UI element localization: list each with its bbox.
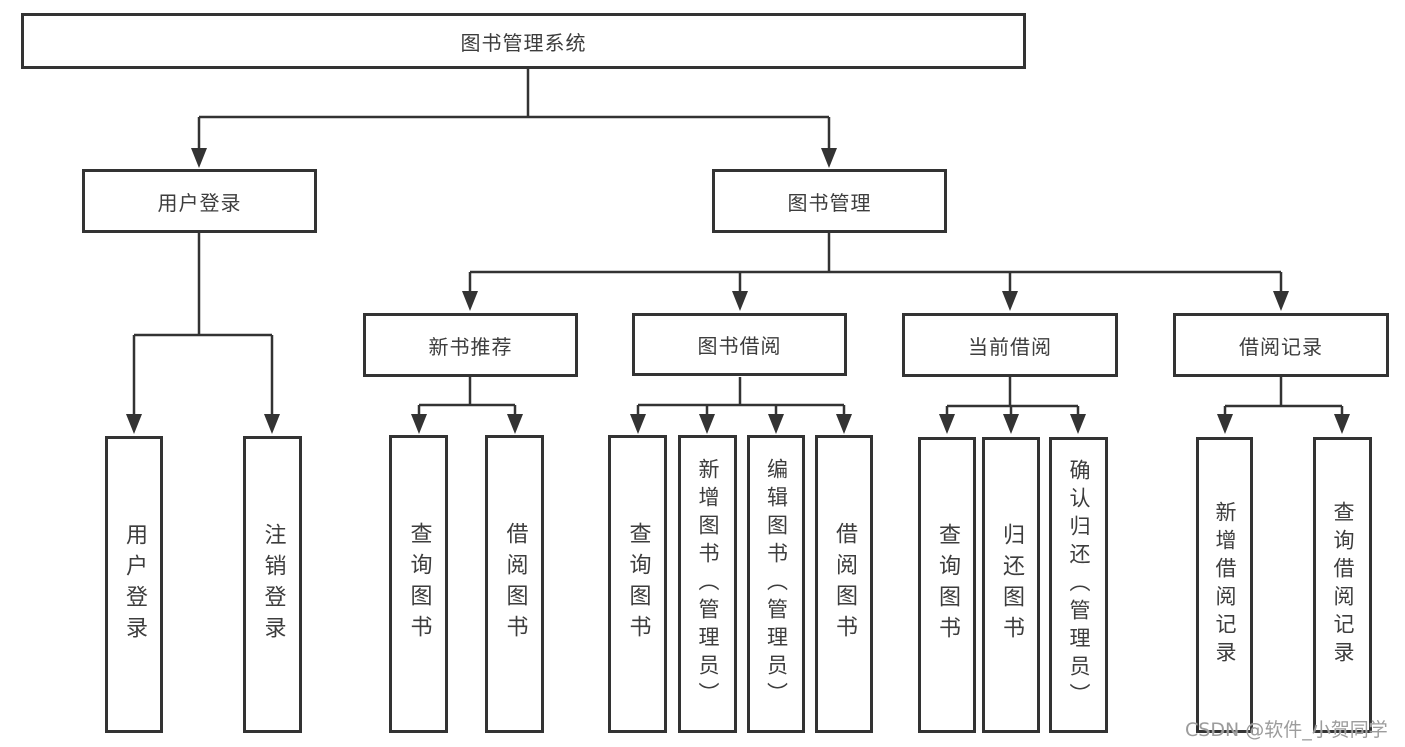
leaf-label: 查询图书 bbox=[625, 522, 651, 646]
leaf-confirm-return-admin: 确认归还（管理员） bbox=[1049, 437, 1108, 733]
leaf-borrow-books-recommend: 借阅图书 bbox=[485, 435, 544, 733]
node-label: 借阅记录 bbox=[1239, 334, 1323, 359]
leaf-query-books-recommend: 查询图书 bbox=[389, 435, 448, 733]
leaf-return-books: 归还图书 bbox=[982, 437, 1040, 733]
node-library-management-system: 图书管理系统 bbox=[21, 13, 1026, 69]
leaf-edit-books-admin: 编辑图书（管理员） bbox=[747, 435, 805, 733]
leaf-query-borrow-record: 查询借阅记录 bbox=[1313, 437, 1372, 733]
leaf-logout-login: 注销登录 bbox=[243, 436, 302, 733]
leaf-user-login: 用户登录 bbox=[105, 436, 163, 733]
leaf-label: 借阅图书 bbox=[502, 522, 528, 646]
leaf-label: 借阅图书 bbox=[832, 522, 857, 646]
csdn-watermark: CSDN @软件_小贺同学 bbox=[1185, 719, 1388, 741]
node-label: 图书管理系统 bbox=[460, 30, 587, 55]
node-label: 图书借阅 bbox=[697, 334, 782, 358]
arrowheads bbox=[126, 148, 1350, 434]
leaf-label: 查询图书 bbox=[935, 523, 960, 647]
node-current-borrow: 当前借阅 bbox=[902, 313, 1118, 377]
leaf-label: 查询图书 bbox=[406, 522, 432, 646]
leaf-borrow-books: 借阅图书 bbox=[815, 435, 873, 733]
leaf-label: 查询借阅记录 bbox=[1331, 501, 1355, 669]
leaf-add-borrow-record: 新增借阅记录 bbox=[1196, 437, 1253, 733]
node-new-book-recommend: 新书推荐 bbox=[363, 313, 578, 377]
node-label: 用户登录 bbox=[157, 190, 242, 215]
node-user-login: 用户登录 bbox=[82, 169, 317, 233]
node-book-borrow: 图书借阅 bbox=[632, 313, 847, 376]
node-label: 新书推荐 bbox=[428, 334, 513, 359]
leaf-label: 用户登录 bbox=[122, 522, 147, 647]
leaf-label: 确认归还（管理员） bbox=[1067, 459, 1091, 711]
leaf-label: 新增借阅记录 bbox=[1213, 501, 1237, 669]
node-book-management: 图书管理 bbox=[712, 169, 947, 233]
leaf-label: 新增图书（管理员） bbox=[696, 458, 720, 710]
leaf-query-books-borrow: 查询图书 bbox=[608, 435, 667, 733]
leaf-add-books-admin: 新增图书（管理员） bbox=[678, 435, 737, 733]
leaf-label: 归还图书 bbox=[999, 523, 1024, 647]
leaf-label: 编辑图书（管理员） bbox=[764, 458, 789, 710]
leaf-label: 注销登录 bbox=[260, 522, 286, 647]
leaf-query-books-current: 查询图书 bbox=[918, 437, 976, 733]
node-label: 当前借阅 bbox=[968, 334, 1052, 359]
node-label: 图书管理 bbox=[787, 190, 872, 215]
node-borrow-record: 借阅记录 bbox=[1173, 313, 1389, 377]
